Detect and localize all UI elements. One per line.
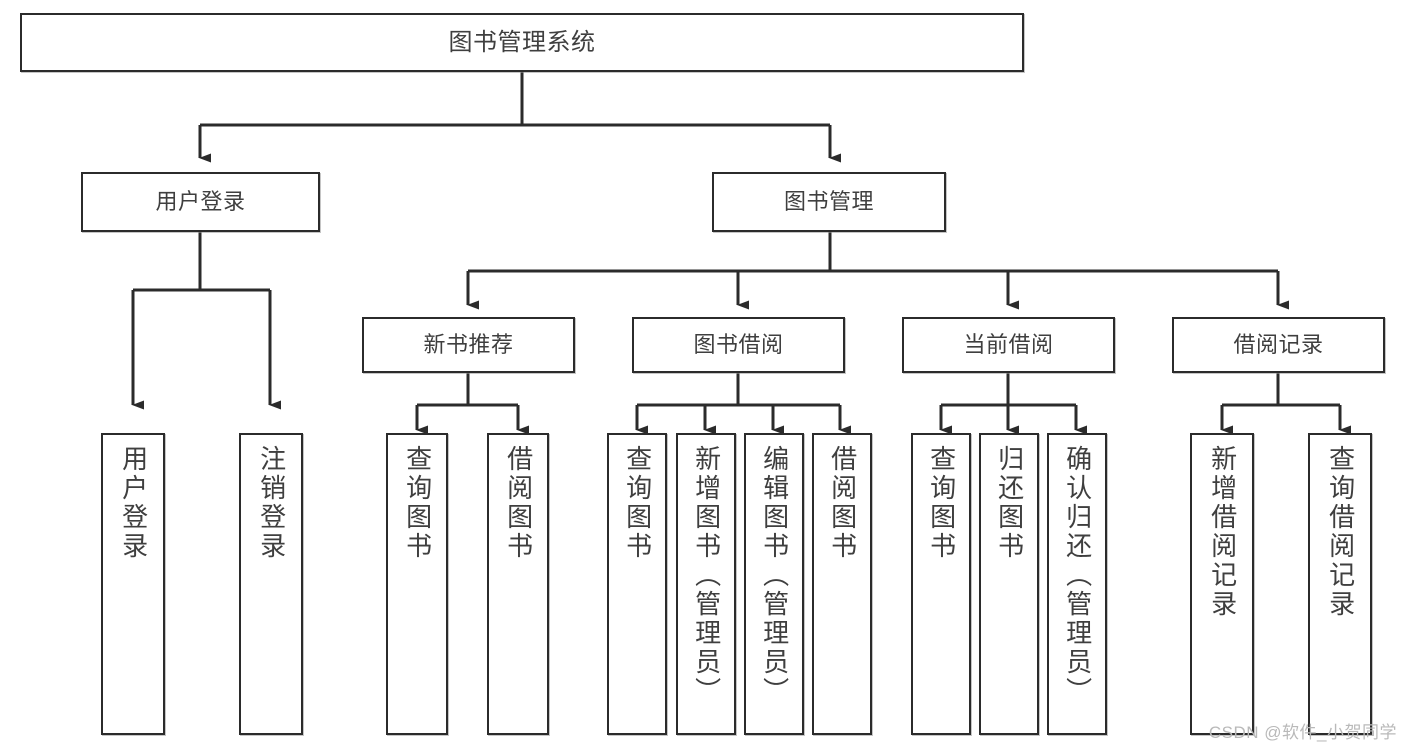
node-label: 查询图书 xyxy=(402,445,433,561)
node-label: 查询借阅记录 xyxy=(1325,445,1356,619)
node-label: 用户登录 xyxy=(155,189,246,215)
node-label: 图书管理系统 xyxy=(448,28,596,56)
node-label: 编辑图书（管理员） xyxy=(759,445,790,706)
node-label: 借阅记录 xyxy=(1233,332,1324,358)
node-new-book-recommend[interactable]: 新书推荐 xyxy=(362,317,575,373)
node-label: 确认归还（管理员） xyxy=(1062,445,1093,706)
node-label: 归还图书 xyxy=(994,445,1025,561)
node-user-login[interactable]: 用户登录 xyxy=(81,172,320,232)
node-current-borrow[interactable]: 当前借阅 xyxy=(902,317,1115,373)
node-borrow-record[interactable]: 借阅记录 xyxy=(1172,317,1385,373)
node-bb-edit-book[interactable]: 编辑图书（管理员） xyxy=(744,433,804,735)
node-label: 查询图书 xyxy=(622,445,653,561)
node-label: 查询图书 xyxy=(926,445,957,561)
node-user-login-do[interactable]: 用户登录 xyxy=(101,433,165,735)
node-book-borrow[interactable]: 图书借阅 xyxy=(632,317,845,373)
node-nbr-query-book[interactable]: 查询图书 xyxy=(386,433,448,735)
node-cb-confirm-return[interactable]: 确认归还（管理员） xyxy=(1047,433,1107,735)
node-label: 当前借阅 xyxy=(963,332,1054,358)
node-label: 借阅图书 xyxy=(827,445,858,561)
node-label: 借阅图书 xyxy=(503,445,534,561)
node-label: 新增借阅记录 xyxy=(1207,445,1238,619)
node-nbr-borrow-book[interactable]: 借阅图书 xyxy=(487,433,549,735)
node-bb-borrow-book[interactable]: 借阅图书 xyxy=(812,433,872,735)
node-label: 图书管理 xyxy=(783,189,874,215)
node-label: 图书借阅 xyxy=(693,332,784,358)
node-label: 注销登录 xyxy=(256,445,287,561)
csdn-watermark: CSDN @软件_小贺同学 xyxy=(1208,723,1397,742)
node-cb-query-book[interactable]: 查询图书 xyxy=(911,433,971,735)
node-label: 新书推荐 xyxy=(423,332,514,358)
node-label: 用户登录 xyxy=(118,445,149,561)
node-root-book-management-system[interactable]: 图书管理系统 xyxy=(20,13,1024,72)
node-bb-add-book[interactable]: 新增图书（管理员） xyxy=(676,433,736,735)
node-label: 新增图书（管理员） xyxy=(691,445,722,706)
node-bb-query-book[interactable]: 查询图书 xyxy=(607,433,667,735)
node-book-management[interactable]: 图书管理 xyxy=(712,172,946,232)
node-br-query-record[interactable]: 查询借阅记录 xyxy=(1308,433,1372,735)
node-br-add-record[interactable]: 新增借阅记录 xyxy=(1190,433,1254,735)
node-cb-return-book[interactable]: 归还图书 xyxy=(979,433,1039,735)
node-user-logout[interactable]: 注销登录 xyxy=(239,433,303,735)
